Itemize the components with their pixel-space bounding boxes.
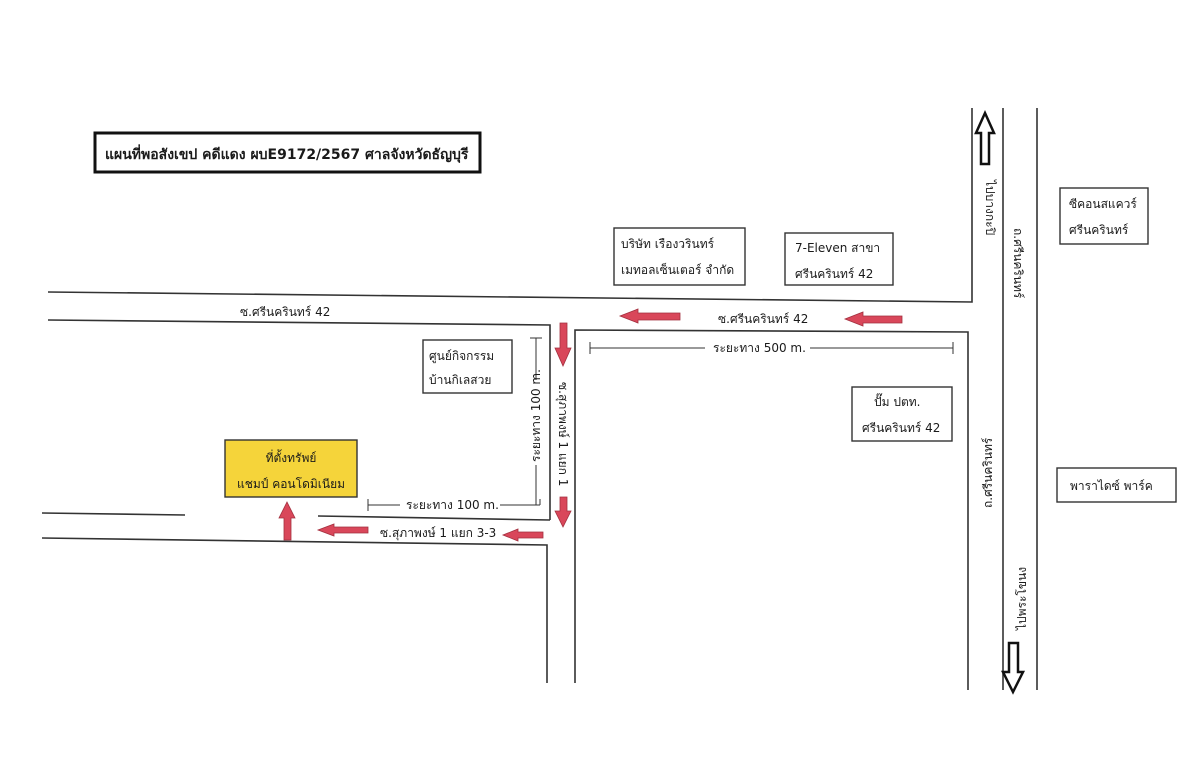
supapong-north-edge-west: [41, 512, 186, 516]
map-title-text: แผนที่พอสังเขป คดีแดง ผบE9172/2567 ศาลจั…: [105, 144, 469, 163]
soi-42-south-edge-west: [47, 319, 551, 520]
map-shape: [1056, 467, 1177, 503]
landmark-seven-eleven: 7-Eleven สาขา ศรีนครินทร์ 42: [784, 232, 894, 286]
road-label-srinakarin-bottom: ถ.ศรีนครินทร์: [981, 437, 995, 508]
map-label: 7-Eleven สาขา: [795, 241, 880, 255]
distance-500m: ระยะทาง 500 m.: [589, 341, 954, 355]
map-label: ที่ตั้งทรัพย์: [266, 449, 317, 465]
distance-100m-vertical: ระยะทาง 100 m.: [529, 337, 543, 505]
landmark-ptt: ปั๊ม ปตท. ศรีนครินทร์ 42: [851, 386, 953, 442]
landmark-company: บริษัท เรืองวรินทร์ เมทอลเซ็นเตอร์ จำกัด: [613, 227, 746, 286]
road-label-srinakarin-top: ถ.ศรีนครินทร์: [1011, 228, 1025, 299]
roads: [41, 108, 1038, 690]
landmark-seacon: ซีคอนสแควร์ ศรีนครินทร์: [1059, 187, 1149, 245]
arrow-north-icon: [974, 109, 996, 166]
arrow-left-icon: [501, 528, 544, 542]
map-label: พาราไดซ์ พาร์ค: [1070, 479, 1153, 493]
distance-100m-vertical-label: ระยะทาง 100 m.: [529, 369, 543, 462]
arrow-down-icon: [554, 496, 572, 528]
map-label: บ้านกิเลสวย: [429, 373, 491, 387]
soi-42-north-edge: [47, 108, 973, 303]
map-label: ศรีนครินทร์ 42: [862, 421, 940, 435]
map-label: ซีคอนสแควร์: [1069, 197, 1137, 211]
map-label: ปั๊ม ปตท.: [874, 393, 920, 409]
map-label: แชมป์ คอนโดมิเนียม: [237, 477, 345, 491]
map-shape: [224, 439, 358, 498]
map-label: เมทอลเซ็นเตอร์ จำกัด: [621, 262, 734, 277]
map-shape: [93, 131, 482, 174]
landmark-paradise-park: พาราไดซ์ พาร์ค: [1056, 467, 1177, 503]
map-shape: [422, 339, 513, 394]
distance-100m-horizontal: ระยะทาง 100 m.: [367, 498, 541, 512]
landmark-property: ที่ตั้งทรัพย์ แชมป์ คอนโดมิเนียม: [224, 439, 358, 498]
map-shape: [1059, 187, 1149, 245]
soi-42-south-edge-east: [574, 329, 969, 690]
arrow-left-icon: [316, 523, 369, 537]
direction-label-south: ไปพระโขนง: [1015, 567, 1029, 631]
map-label: ศรีนครินทร์ 42: [795, 267, 873, 281]
map-label: บริษัท เรืองวรินทร์: [621, 237, 715, 251]
map-shape: [613, 227, 746, 286]
arrow-left-icon: [843, 311, 903, 327]
map-label: ศูนย์กิจกรรม: [429, 349, 494, 364]
map-label: ศรีนครินทร์: [1069, 223, 1129, 237]
map-title: แผนที่พอสังเขป คดีแดง ผบE9172/2567 ศาลจั…: [93, 131, 482, 174]
road-label-soi42-east: ซ.ศรีนครินทร์ 42: [718, 312, 808, 326]
road-label-supapong: ซ.สุภาพงษ์ 1 แยก 3-3: [380, 526, 496, 541]
direction-label-north: ไปบางกะปิ: [983, 179, 997, 235]
red-arrows: [278, 308, 903, 542]
distance-500m-label: ระยะทาง 500 m.: [713, 341, 806, 355]
map-shape: [784, 232, 894, 286]
arrow-down-icon: [554, 322, 572, 367]
supapong-north-edge-east: [317, 515, 551, 521]
arrow-south-icon: [1000, 641, 1026, 695]
landmark-activity-center: ศูนย์กิจกรรม บ้านกิเลสวย: [422, 339, 513, 394]
arrow-up-icon: [278, 501, 296, 541]
map-shape: [851, 386, 953, 442]
supapong-south-edge: [41, 537, 548, 683]
road-label-supapong-vertical: ซ.สุภาพงษ์ 1 แยก 1: [555, 382, 570, 486]
arrow-left-icon: [618, 308, 681, 324]
road-label-soi42-west: ซ.ศรีนครินทร์ 42: [240, 305, 330, 319]
distance-100m-horizontal-label: ระยะทาง 100 m.: [406, 498, 499, 512]
